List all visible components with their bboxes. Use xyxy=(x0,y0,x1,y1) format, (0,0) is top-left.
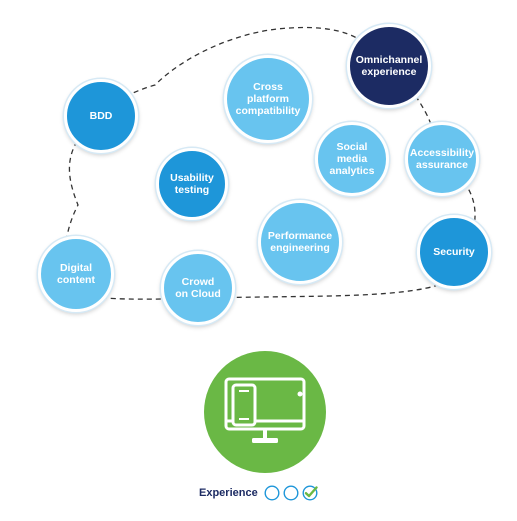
empty-circle-icon xyxy=(264,485,280,501)
node-label: Crowd on Cloud xyxy=(175,276,221,300)
node-social-media-analytics: Social media analytics xyxy=(315,122,389,196)
node-label: BDD xyxy=(89,110,113,122)
node-label: Social media analytics xyxy=(329,141,375,177)
check-circle-icon xyxy=(302,485,318,501)
node-label: Usability testing xyxy=(170,172,214,196)
node-label: Security xyxy=(433,246,475,258)
node-performance-engineering: Performance engineering xyxy=(258,200,342,284)
node-security: Security xyxy=(417,215,491,289)
node-crowd-on-cloud: Crowd on Cloud xyxy=(161,251,235,325)
legend-label: Experience xyxy=(199,487,258,499)
node-label: Omnichannel experience xyxy=(355,54,423,78)
node-cross-platform-compatibility: Cross platform compatibility xyxy=(224,55,312,143)
node-label: Digital content xyxy=(57,262,95,286)
monitor-and-phone-icon xyxy=(224,377,306,443)
node-digital-content: Digital content xyxy=(38,236,114,312)
experience-legend: Experience xyxy=(199,483,321,503)
node-label: Performance engineering xyxy=(267,230,333,254)
monitor-badge xyxy=(204,351,326,473)
node-usability-testing: Usability testing xyxy=(156,148,228,220)
empty-circle-icon xyxy=(283,485,299,501)
node-bdd: BDD xyxy=(64,79,138,153)
node-accessibility-assurance: Accessibility assurance xyxy=(405,122,479,196)
node-label: Accessibility assurance xyxy=(409,147,475,171)
node-omnichannel-experience: Omnichannel experience xyxy=(347,24,431,108)
node-label: Cross platform compatibility xyxy=(235,81,301,117)
